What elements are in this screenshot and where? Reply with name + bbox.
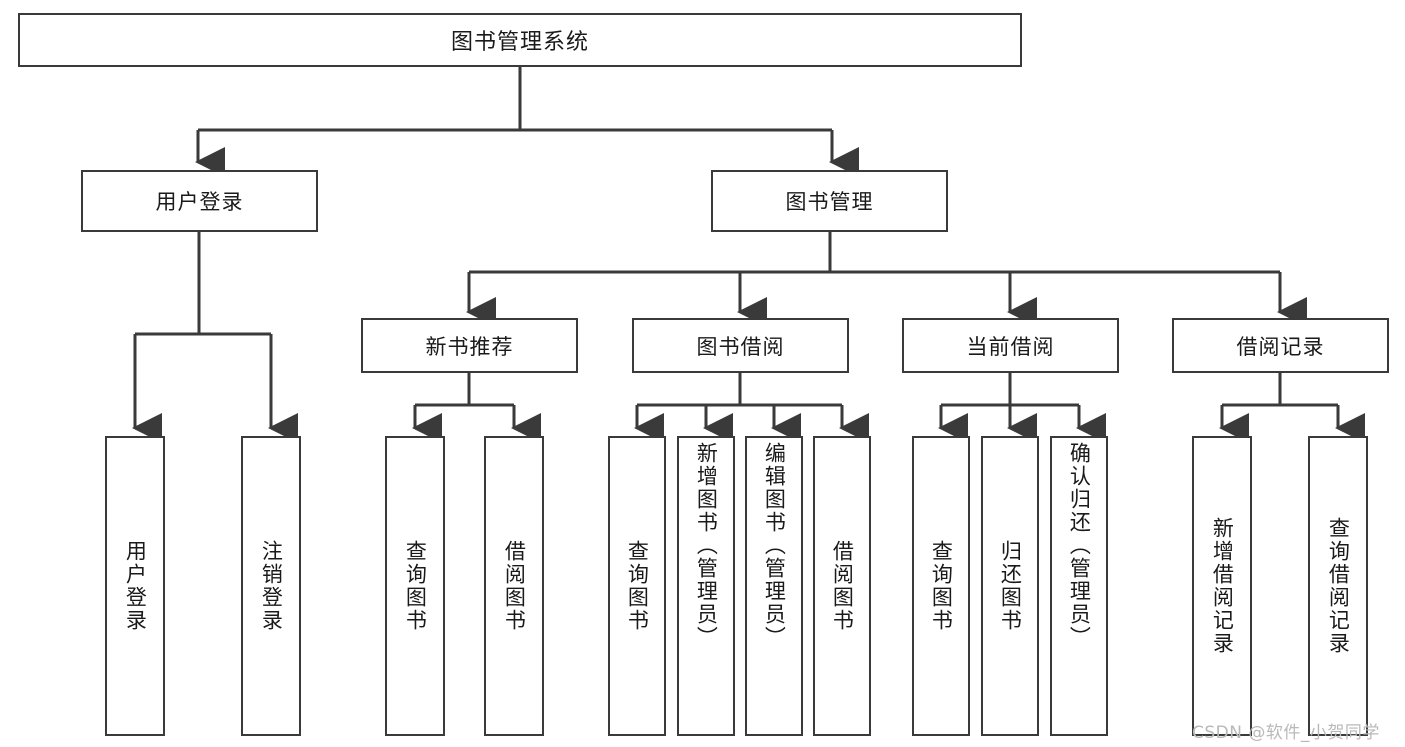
watermark-text: CSDN @软件_小贺同学 <box>1192 723 1380 743</box>
leaf-label: 归还图书 <box>998 540 1023 632</box>
leaf-label: 查询图书 <box>403 540 428 632</box>
leaf-new-book-query[interactable]: 查询图书 <box>385 436 445 736</box>
leaf-label: 确认归还（管理员） <box>1067 442 1092 649</box>
leaf-label: 借阅图书 <box>830 540 855 632</box>
leaf-current-borrow-confirm[interactable]: 确认归还（管理员） <box>1050 436 1108 736</box>
leaf-book-borrow-borrow[interactable]: 借阅图书 <box>813 436 871 736</box>
leaf-book-borrow-add[interactable]: 新增图书（管理员） <box>677 436 735 736</box>
leaf-borrow-record-query[interactable]: 查询借阅记录 <box>1308 436 1368 736</box>
node-new-book-recommend[interactable]: 新书推荐 <box>361 318 578 373</box>
leaf-book-borrow-query[interactable]: 查询图书 <box>608 436 666 736</box>
node-root-system[interactable]: 图书管理系统 <box>18 13 1022 67</box>
node-label: 借阅记录 <box>1236 334 1325 359</box>
node-label: 图书管理 <box>785 190 874 214</box>
leaf-user-login-login[interactable]: 用户登录 <box>105 436 165 736</box>
leaf-label: 新增借阅记录 <box>1210 517 1235 655</box>
leaf-label: 借阅图书 <box>502 540 527 632</box>
leaf-label: 编辑图书（管理员） <box>762 442 787 649</box>
node-borrow-record[interactable]: 借阅记录 <box>1172 318 1389 373</box>
node-user-login[interactable]: 用户登录 <box>81 170 318 232</box>
node-label: 图书借阅 <box>696 334 785 359</box>
leaf-new-book-borrow[interactable]: 借阅图书 <box>484 436 544 736</box>
node-book-borrow[interactable]: 图书借阅 <box>632 318 849 373</box>
leaf-label: 查询图书 <box>929 540 954 632</box>
leaf-label: 用户登录 <box>123 540 148 632</box>
leaf-user-login-logout[interactable]: 注销登录 <box>241 436 301 736</box>
leaf-book-borrow-edit[interactable]: 编辑图书（管理员） <box>745 436 803 736</box>
node-current-borrow[interactable]: 当前借阅 <box>902 318 1119 373</box>
leaf-borrow-record-add[interactable]: 新增借阅记录 <box>1192 436 1252 736</box>
leaf-current-borrow-return[interactable]: 归还图书 <box>981 436 1039 736</box>
node-book-management[interactable]: 图书管理 <box>711 170 948 232</box>
leaf-current-borrow-query[interactable]: 查询图书 <box>912 436 970 736</box>
node-label: 用户登录 <box>155 190 244 214</box>
node-label: 当前借阅 <box>966 334 1055 359</box>
node-label: 新书推荐 <box>425 334 514 359</box>
node-label: 图书管理系统 <box>450 30 589 55</box>
leaf-label: 新增图书（管理员） <box>694 442 719 649</box>
leaf-label: 注销登录 <box>259 540 284 632</box>
leaf-label: 查询图书 <box>625 540 650 632</box>
leaf-label: 查询借阅记录 <box>1326 517 1351 655</box>
